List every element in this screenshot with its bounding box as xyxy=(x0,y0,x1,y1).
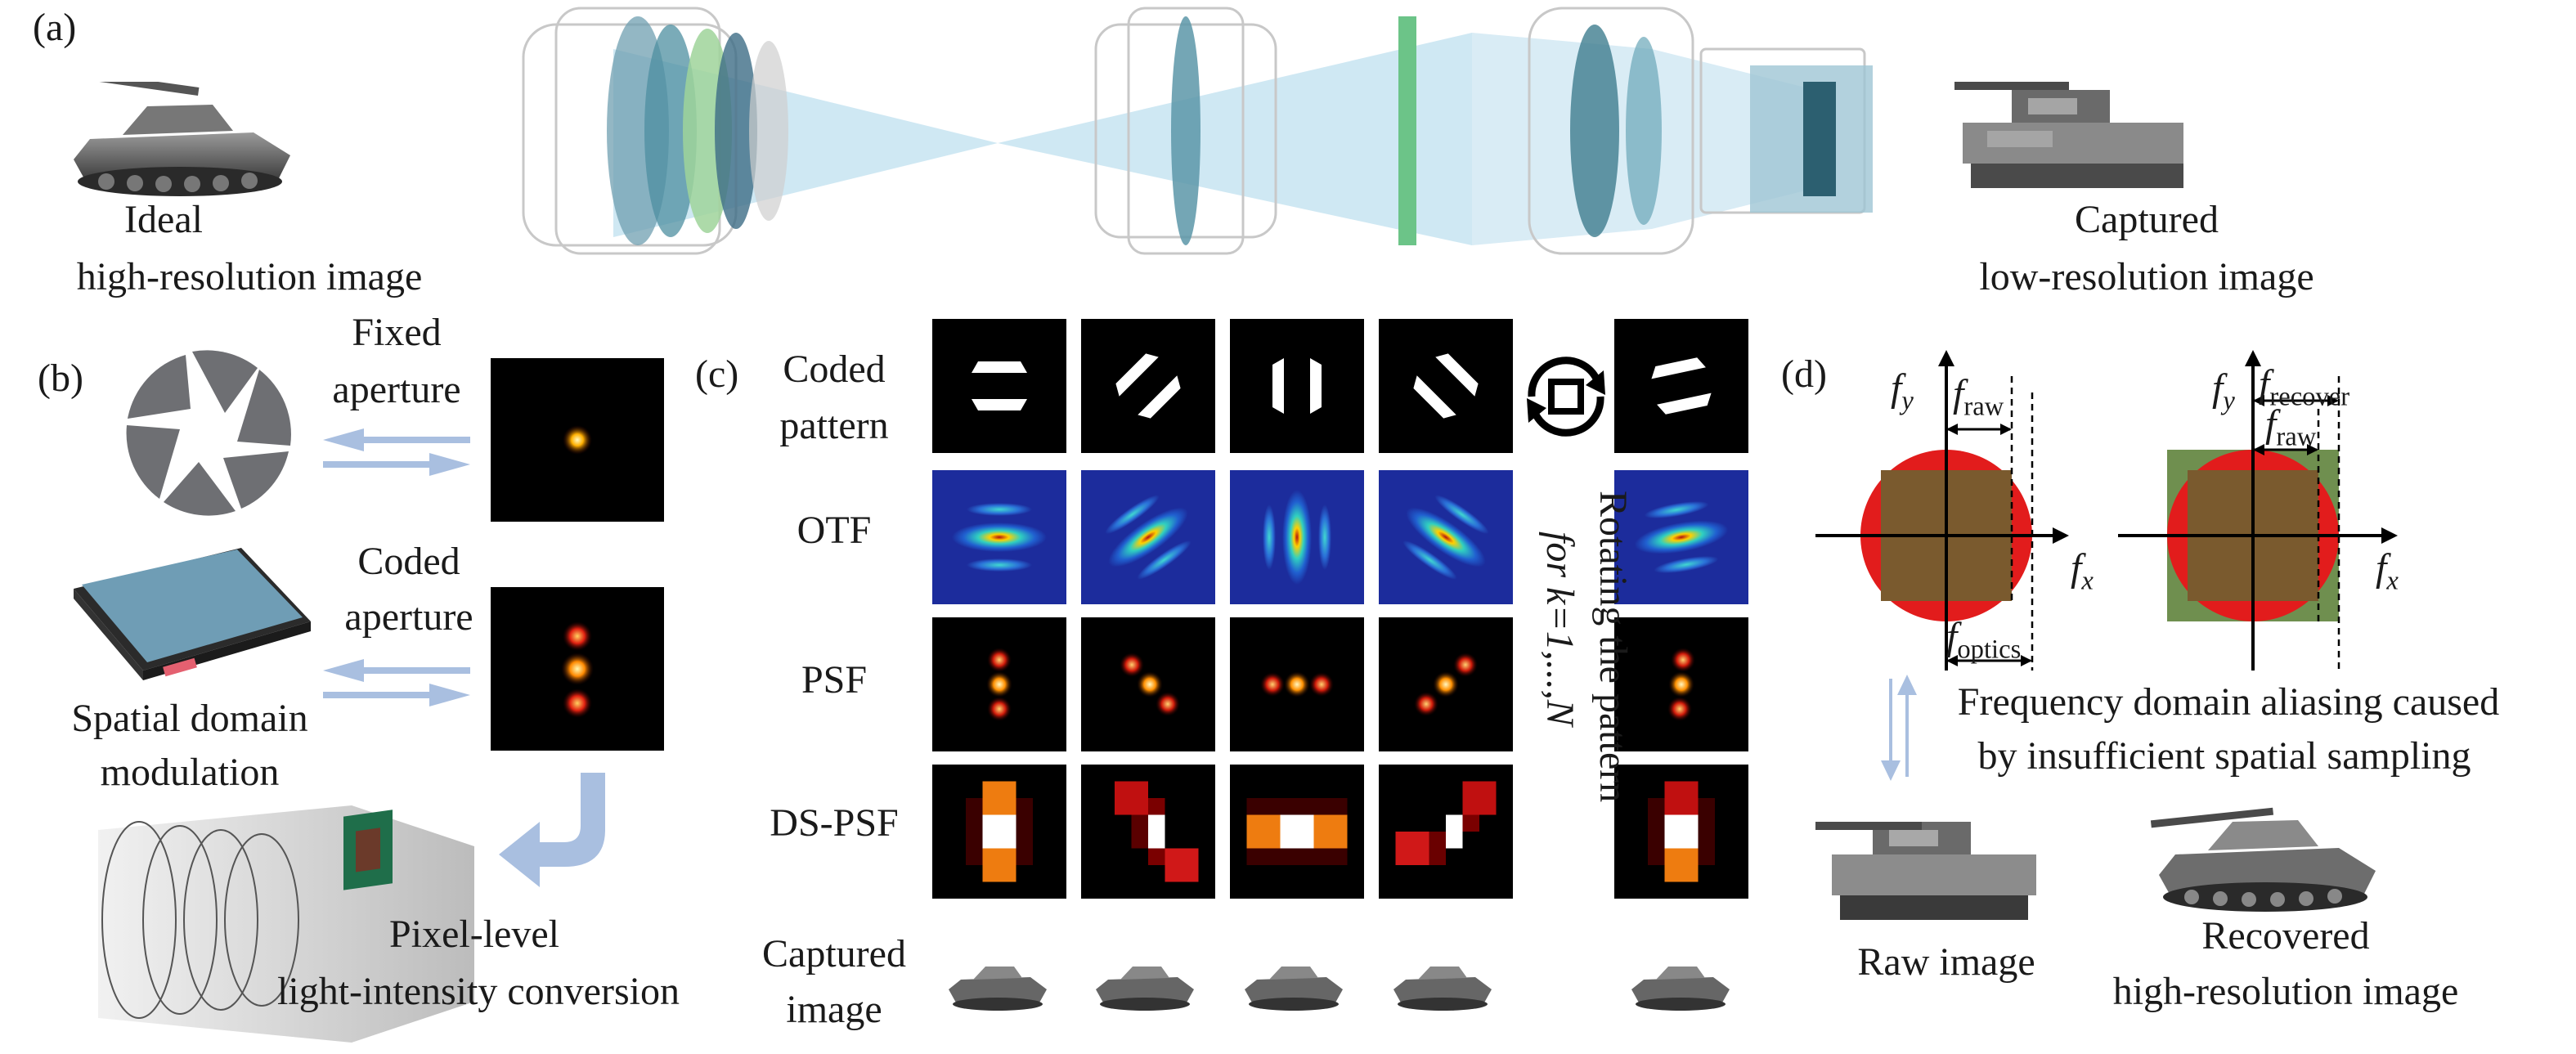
captured-tank-thumb-3 xyxy=(1236,957,1351,1014)
coded-pattern-tile-3 xyxy=(1230,319,1364,453)
fixed-aperture-psf-tile xyxy=(491,358,664,522)
ideal-tank-image xyxy=(57,82,303,204)
for-k-label: for k=1,...,N xyxy=(1537,531,1586,859)
coded-label-line2: aperture xyxy=(344,595,473,639)
fy-axis-label-left: fy xyxy=(1891,366,1914,416)
psf-tile-1 xyxy=(932,617,1066,751)
coded-pattern-tile-2 xyxy=(1081,319,1215,453)
fixed-aperture-exchange-arrows-icon xyxy=(315,424,478,481)
f-raw-label-left: fraw xyxy=(1953,372,2004,422)
raw-image-label: Raw image xyxy=(1857,940,2035,984)
captured-label-line1: Captured xyxy=(2075,198,2219,241)
recovered-label-line2: high-resolution image xyxy=(2112,970,2459,1013)
psf-tile-4 xyxy=(1379,617,1513,751)
pixel-label-line1: Pixel-level xyxy=(389,913,559,956)
coded-pattern-tile-n xyxy=(1614,319,1748,453)
fixed-label-line2: aperture xyxy=(332,368,461,411)
psf-tile-2 xyxy=(1081,617,1215,751)
panel-a-tag: (a) xyxy=(33,6,77,49)
f-optics-label: foptics xyxy=(1946,615,2022,665)
ideal-label-line2: high-resolution image xyxy=(76,255,423,298)
rotating-pattern-label: Rotating the pattern xyxy=(1591,491,1640,875)
captured-tank-thumb-n xyxy=(1623,957,1738,1014)
spatial-label-line2: modulation xyxy=(100,751,280,794)
captured-tank-thumb-4 xyxy=(1385,957,1500,1014)
fixed-label-line1: Fixed xyxy=(352,311,442,354)
row-label-captured-image-1: Captured xyxy=(762,932,906,976)
spatial-label-line1: Spatial domain xyxy=(71,697,308,740)
ds-psf-tile-4 xyxy=(1379,765,1513,899)
for-k-text: for k=1,...,N xyxy=(1538,531,1582,726)
psf-tile-3 xyxy=(1230,617,1364,751)
frequency-diagram-raw xyxy=(1815,343,2126,679)
curved-down-arrow-icon xyxy=(491,773,613,895)
panel-d-tag: (d) xyxy=(1781,352,1827,396)
row-label-ds-psf: DS-PSF xyxy=(770,801,899,845)
ds-psf-tile-1 xyxy=(932,765,1066,899)
otf-tile-n xyxy=(1614,470,1748,604)
otf-tile-2 xyxy=(1081,470,1215,604)
captured-tank-thumb-2 xyxy=(1088,957,1202,1014)
row-label-captured-image-2: image xyxy=(786,988,882,1031)
aliasing-label-line2: by insufficient spatial sampling xyxy=(1977,734,2471,778)
f-raw-label-right: fraw xyxy=(2265,402,2317,452)
recovered-label-line1: Recovered xyxy=(2201,914,2370,958)
optical-system-diagram xyxy=(507,0,1946,262)
fx-axis-label-left: fx xyxy=(2071,546,2094,596)
camera-sensor-diagram xyxy=(74,797,482,1051)
coded-pattern-tile-4 xyxy=(1379,319,1513,453)
frequency-diagram-recovered xyxy=(2118,343,2445,679)
coded-aperture-exchange-arrows-icon xyxy=(315,654,478,711)
panel-b-tag: (b) xyxy=(38,357,83,400)
otf-tile-4 xyxy=(1379,470,1513,604)
coded-pattern-tile-1 xyxy=(932,319,1066,453)
coded-label-line1: Coded xyxy=(357,540,460,583)
row-label-coded-pattern-1: Coded xyxy=(783,348,886,391)
row-label-psf: PSF xyxy=(801,658,868,702)
captured-lowres-tank-image xyxy=(1946,57,2200,204)
rotate-arrows-icon xyxy=(1517,348,1615,446)
panel-c-tag: (c) xyxy=(695,352,739,396)
pixel-label-line2: light-intensity conversion xyxy=(277,970,680,1013)
f-recover-label: frecover xyxy=(2259,362,2350,412)
fy-axis-label-right: fy xyxy=(2212,366,2235,416)
otf-tile-1 xyxy=(932,470,1066,604)
row-label-coded-pattern-2: pattern xyxy=(779,404,889,447)
captured-tank-thumb-1 xyxy=(940,957,1055,1014)
rotating-pattern-text: Rotating the pattern xyxy=(1591,491,1635,803)
row-label-otf: OTF xyxy=(797,509,872,552)
aperture-diaphragm-icon xyxy=(123,348,294,519)
otf-tile-3 xyxy=(1230,470,1364,604)
coded-aperture-psf-tile xyxy=(491,587,664,751)
recovered-tank-image xyxy=(2143,797,2388,920)
ds-psf-tile-n xyxy=(1614,765,1748,899)
fx-axis-label-right: fx xyxy=(2376,546,2399,596)
ideal-label-line1: Ideal xyxy=(124,198,203,241)
coded-aperture-device-icon xyxy=(65,540,319,687)
captured-label-line2: low-resolution image xyxy=(1979,255,2314,298)
ds-psf-tile-3 xyxy=(1230,765,1364,899)
ds-psf-tile-2 xyxy=(1081,765,1215,899)
aliasing-label-line1: Frequency domain aliasing caused xyxy=(1957,680,2500,724)
up-down-arrows-icon xyxy=(1874,671,1923,785)
raw-tank-image xyxy=(1815,797,2053,928)
psf-tile-n xyxy=(1614,617,1748,751)
